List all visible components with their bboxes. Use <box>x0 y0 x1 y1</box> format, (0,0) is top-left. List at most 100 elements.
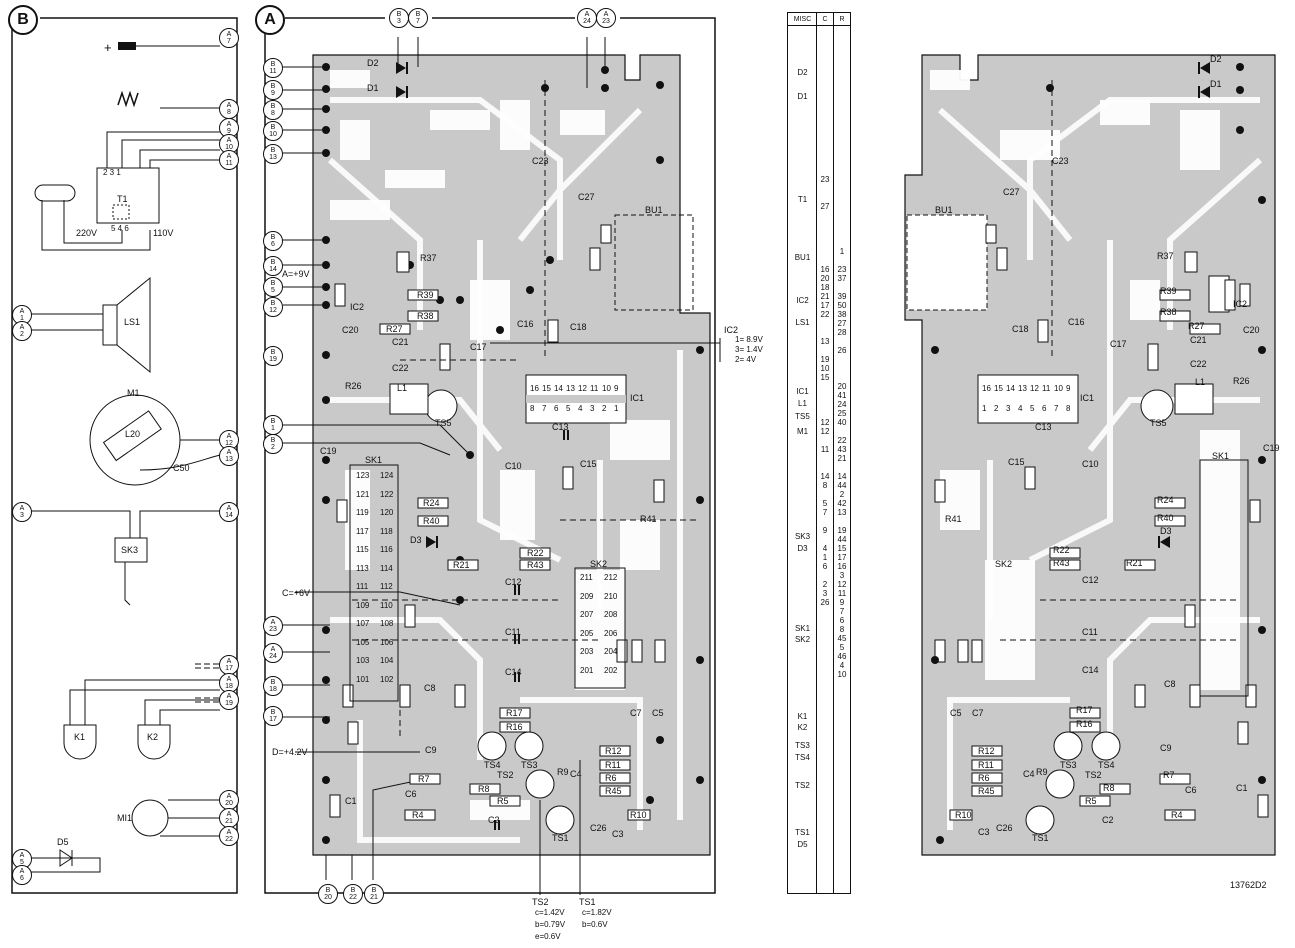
a-r9-label: R9 <box>557 767 569 777</box>
sk1-pin: 115 <box>356 545 369 554</box>
sk1-pin: 112 <box>380 582 393 591</box>
a-r10-label: R10 <box>630 810 647 820</box>
a-c22-label: C22 <box>392 363 409 373</box>
ic2-volt-1: 1= 8.9V <box>735 335 763 344</box>
a-d1-label: D1 <box>367 83 379 93</box>
a-connector-13-top: B <box>270 349 276 356</box>
right-r41-label: R41 <box>945 514 962 524</box>
a-r38-label: R38 <box>417 311 434 321</box>
right-ts5-label: TS5 <box>1150 418 1167 428</box>
a-r39-label: R39 <box>417 290 434 300</box>
b-connector-17-num: 5 <box>20 859 24 866</box>
b-connector-12-num: 18 <box>225 683 233 690</box>
a-c19-label: C19 <box>320 446 337 456</box>
c6v-label: C=+6V <box>282 588 311 598</box>
right-d2-label: D2 <box>1210 54 1222 64</box>
right-ic1-pin-bottom: 5 <box>1030 404 1035 413</box>
a-c16-label: C16 <box>517 319 534 329</box>
a-connector-9-num: 6 <box>271 241 275 248</box>
a-r43-label: R43 <box>527 560 544 570</box>
a-connector-11-top: B <box>270 280 276 287</box>
sk2-pin: 204 <box>604 647 618 656</box>
table-misc-entry: SK1 <box>794 624 811 633</box>
b-connector-16-num: 22 <box>225 836 233 843</box>
right-sk1-label: SK1 <box>1212 451 1230 461</box>
a-connector-5-num: 9 <box>271 90 275 97</box>
a-connector-22-top: B <box>371 887 377 894</box>
ic2-volt-title: IC2 <box>724 325 739 335</box>
sk2-pin: 201 <box>580 665 594 675</box>
table-misc-entry: IC2 <box>796 296 809 305</box>
a-c18-label: C18 <box>570 322 587 332</box>
a-c15-label: C15 <box>580 459 597 469</box>
right-d1-label: D1 <box>1210 79 1222 89</box>
right-ts2-label: TS2 <box>1085 770 1102 780</box>
b-connector-3-top: A <box>226 137 232 144</box>
b-connector-16-top: A <box>226 829 232 836</box>
b-connector-12-top: A <box>226 676 232 683</box>
right-c17-label: C17 <box>1110 339 1127 349</box>
t1-pins-top: 2 3 1 <box>103 168 121 177</box>
right-c5-label: C5 <box>950 708 962 718</box>
right-ic1-pin-top: 10 <box>1054 384 1063 393</box>
table-misc-entry: L1 <box>798 399 807 408</box>
a-c21-label: C21 <box>392 337 409 347</box>
sk1-pin: 109 <box>356 600 370 610</box>
sk1-pin: 114 <box>380 563 393 573</box>
ic1-pin-top: 12 <box>578 384 587 393</box>
right-c2-label: C2 <box>1102 815 1114 825</box>
table-r-column: 1 23 37 39 50 38 27 28 26 20 41 24 25 40… <box>837 247 847 679</box>
right-r10-label: R10 <box>955 810 972 820</box>
a-c3-label: C3 <box>612 829 624 839</box>
b-connector-10-num: 14 <box>225 512 233 519</box>
right-c16-label: C16 <box>1068 317 1085 327</box>
a-connector-0-num: 3 <box>397 18 401 25</box>
b-connector-9-top: A <box>19 505 25 512</box>
b-connector-14-top: A <box>226 793 232 800</box>
right-r38-label: R38 <box>1160 307 1177 317</box>
sk1-pin: 113 <box>356 563 369 573</box>
right-l1-label: L1 <box>1195 377 1206 387</box>
drawing-code: 13762D2 <box>1230 880 1267 890</box>
a-connector-21-num: 22 <box>349 894 357 901</box>
sk2-pin: 205 <box>580 628 594 638</box>
a-r27-label: R27 <box>386 324 403 334</box>
a-connector-3-top: A <box>603 11 609 18</box>
a-c7-label: C7 <box>630 708 642 718</box>
right-ic1-pin-top: 12 <box>1030 384 1039 393</box>
a-ts1-label: TS1 <box>552 833 569 843</box>
a-ts5-label: TS5 <box>435 418 452 428</box>
a-c5-label: C5 <box>652 708 664 718</box>
sk1-pin: 106 <box>380 637 394 647</box>
b-connector-10-top: A <box>226 505 232 512</box>
a-connector-6-top: B <box>270 103 276 110</box>
right-ic1-pin-bottom: 6 <box>1042 404 1047 413</box>
a-connector-17-top: A <box>270 646 276 653</box>
a-l1-label: L1 <box>397 383 408 393</box>
right-ic1-label: IC1 <box>1080 393 1095 403</box>
right-r11-label: R11 <box>978 760 994 770</box>
right-ic1-pin-top: 13 <box>1018 384 1027 393</box>
ts2-volt-b: b=0.79V <box>535 920 566 929</box>
a-c9-label: C9 <box>425 745 437 755</box>
a-connector-11-num: 5 <box>271 287 275 294</box>
right-c19-label: C19 <box>1263 443 1280 453</box>
b-connector-15-num: 21 <box>225 818 233 825</box>
k1-label: K1 <box>74 732 86 742</box>
a-r4-label: R4 <box>412 810 424 820</box>
a-ic1-label: IC1 <box>630 393 645 403</box>
b-connector-15-top: A <box>226 811 232 818</box>
table-misc-entry: TS4 <box>795 753 810 762</box>
a-connector-19-top: B <box>270 709 276 716</box>
right-r24-label: R24 <box>1157 495 1174 505</box>
